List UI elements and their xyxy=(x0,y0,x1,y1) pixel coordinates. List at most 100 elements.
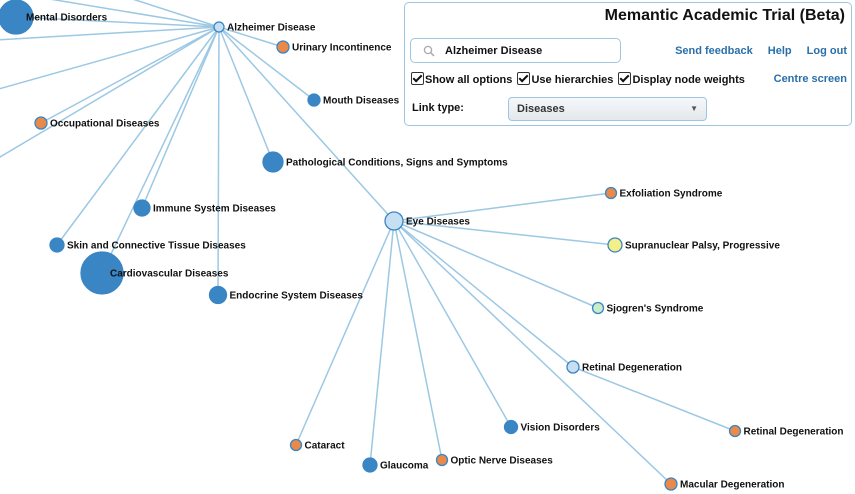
graph-node-optic[interactable]: Optic Nerve Diseases xyxy=(435,453,554,467)
use-hierarchies-label: Use hierarchies xyxy=(531,74,614,86)
graph-node-circle[interactable] xyxy=(566,360,580,374)
graph-node-circle[interactable] xyxy=(133,199,151,217)
graph-node-retdeg[interactable]: Retinal Degeneration xyxy=(566,360,682,374)
use-hierarchies-checkbox[interactable] xyxy=(517,72,531,85)
graph-node-label[interactable]: Eye Diseases xyxy=(406,217,470,228)
graph-edge xyxy=(133,0,220,28)
graph-edge-eye-retdeg xyxy=(393,220,574,368)
graph-node-occup[interactable]: Occupational Diseases xyxy=(34,116,160,130)
graph-node-circle[interactable] xyxy=(80,251,124,295)
graph-node-glaucoma[interactable]: Glaucoma xyxy=(362,457,429,473)
show-all-options-checkbox[interactable] xyxy=(411,72,424,85)
graph-node-label[interactable]: Supranuclear Palsy, Progressive xyxy=(625,241,780,252)
graph-node-exfol[interactable]: Exfoliation Syndrome xyxy=(604,186,723,200)
graph-node-urinary[interactable]: Urinary Incontinence xyxy=(276,40,392,54)
app-title: Memantic Academic Trial (Beta) xyxy=(604,7,845,24)
graph-node-label[interactable]: Occupational Diseases xyxy=(50,119,160,130)
graph-edge-alz-endo xyxy=(217,26,220,296)
link-type-selected-value: Diseases xyxy=(517,103,565,115)
graph-edge-alz-mouth xyxy=(218,26,315,101)
graph-node-endo[interactable]: Endocrine System Diseases xyxy=(208,285,364,305)
graph-node-circle[interactable] xyxy=(362,457,378,473)
graph-edge-eye-optic xyxy=(393,220,443,461)
graph-node-alz[interactable]: Alzheimer Disease xyxy=(213,21,316,34)
send-feedback-link[interactable]: Send feedback xyxy=(675,45,753,57)
graph-node-circle[interactable] xyxy=(728,424,742,438)
graph-edge-alz-skin xyxy=(56,26,220,246)
display-node-weights-option[interactable]: Display node weights xyxy=(618,72,745,86)
graph-edge-alz-cardio xyxy=(101,26,220,274)
graph-node-circle[interactable] xyxy=(34,116,48,130)
use-hierarchies-option[interactable]: Use hierarchies xyxy=(517,72,613,86)
centre-screen-link[interactable]: Centre screen xyxy=(773,73,847,85)
graph-node-label[interactable]: Urinary Incontinence xyxy=(292,43,392,54)
graph-node-mental[interactable]: Mental Disorders xyxy=(0,0,108,35)
link-type-label: Link type: xyxy=(412,102,464,114)
logout-link[interactable]: Log out xyxy=(806,45,847,57)
graph-node-label[interactable]: Exfoliation Syndrome xyxy=(620,189,723,200)
graph-node-circle[interactable] xyxy=(664,477,678,491)
graph-node-circle[interactable] xyxy=(503,419,519,435)
search-box[interactable] xyxy=(410,38,621,63)
graph-node-circle[interactable] xyxy=(208,285,228,305)
graph-node-label[interactable]: Vision Disorders xyxy=(521,423,601,434)
graph-edges xyxy=(0,0,736,485)
graph-node-sjogren[interactable]: Sjogren's Syndrome xyxy=(591,301,704,315)
graph-node-supra[interactable]: Supranuclear Palsy, Progressive xyxy=(607,237,780,253)
graph-edge-alz-occup xyxy=(40,26,220,124)
graph-node-circle[interactable] xyxy=(49,237,65,253)
graph-node-label[interactable]: Mouth Diseases xyxy=(323,96,400,107)
graph-edge xyxy=(0,26,220,158)
graph-node-label[interactable]: Pathological Conditions, Signs and Sympt… xyxy=(286,158,508,169)
graph-node-retdeg2[interactable]: Retinal Degeneration xyxy=(728,424,844,438)
graph-node-circle[interactable] xyxy=(384,211,404,231)
graph-node-circle[interactable] xyxy=(607,237,623,253)
graph-node-macular[interactable]: Macular Degeneration xyxy=(664,477,784,491)
graph-node-label[interactable]: Mental Disorders xyxy=(26,13,108,24)
graph-node-eye[interactable]: Eye Diseases xyxy=(384,211,470,231)
graph-node-label[interactable]: Macular Degeneration xyxy=(680,480,784,491)
graph-edge-alz-immune xyxy=(141,26,220,209)
graph-edge-eye-glaucoma xyxy=(369,220,395,466)
graph-node-label[interactable]: Cardiovascular Diseases xyxy=(110,269,229,280)
graph-node-label[interactable]: Skin and Connective Tissue Diseases xyxy=(67,241,246,252)
graph-node-label[interactable]: Cataract xyxy=(305,441,346,452)
graph-node-circle[interactable] xyxy=(435,453,449,467)
search-icon xyxy=(423,45,435,57)
graph-node-label[interactable]: Immune System Diseases xyxy=(153,204,276,215)
graph-node-circle[interactable] xyxy=(604,186,618,200)
graph-node-label[interactable]: Retinal Degeneration xyxy=(744,427,844,438)
graph-node-label[interactable]: Glaucoma xyxy=(380,461,429,472)
graph-node-label[interactable]: Endocrine System Diseases xyxy=(230,291,364,302)
graph-edge xyxy=(0,26,220,41)
graph-node-circle[interactable] xyxy=(213,21,225,33)
graph-edge-eye-macular xyxy=(393,220,672,485)
search-input[interactable] xyxy=(445,42,615,60)
graph-edge xyxy=(50,0,220,28)
graph-node-mouth[interactable]: Mouth Diseases xyxy=(307,93,400,107)
graph-node-label[interactable]: Optic Nerve Diseases xyxy=(451,456,554,467)
link-type-select[interactable]: Diseases ▼ xyxy=(508,97,707,121)
graph-node-patho[interactable]: Pathological Conditions, Signs and Sympt… xyxy=(262,151,508,173)
graph-node-circle[interactable] xyxy=(276,40,290,54)
graph-node-cataract[interactable]: Cataract xyxy=(289,438,346,452)
display-node-weights-checkbox[interactable] xyxy=(618,72,632,85)
graph-node-immune[interactable]: Immune System Diseases xyxy=(133,199,276,217)
graph-node-circle[interactable] xyxy=(591,301,605,315)
graph-node-circle[interactable] xyxy=(262,151,284,173)
graph-edge-alz-eye xyxy=(218,26,395,222)
graph-node-circle[interactable] xyxy=(307,93,321,107)
graph-node-vision[interactable]: Vision Disorders xyxy=(503,419,601,435)
graph-node-skin[interactable]: Skin and Connective Tissue Diseases xyxy=(49,237,246,253)
graph-node-circle[interactable] xyxy=(289,438,303,452)
graph-node-label[interactable]: Retinal Degeneration xyxy=(582,363,682,374)
graph-node-cardio[interactable]: Cardiovascular Diseases xyxy=(80,251,229,295)
graph-edge-alz-urinary xyxy=(218,26,284,48)
help-link[interactable]: Help xyxy=(767,45,792,57)
graph-edge-eye-cataract xyxy=(295,220,395,446)
graph-node-circle[interactable] xyxy=(0,0,34,35)
graph-node-label[interactable]: Alzheimer Disease xyxy=(227,23,316,34)
show-all-options-option[interactable]: Show all options xyxy=(411,72,512,86)
graph-node-label[interactable]: Sjogren's Syndrome xyxy=(607,304,704,315)
